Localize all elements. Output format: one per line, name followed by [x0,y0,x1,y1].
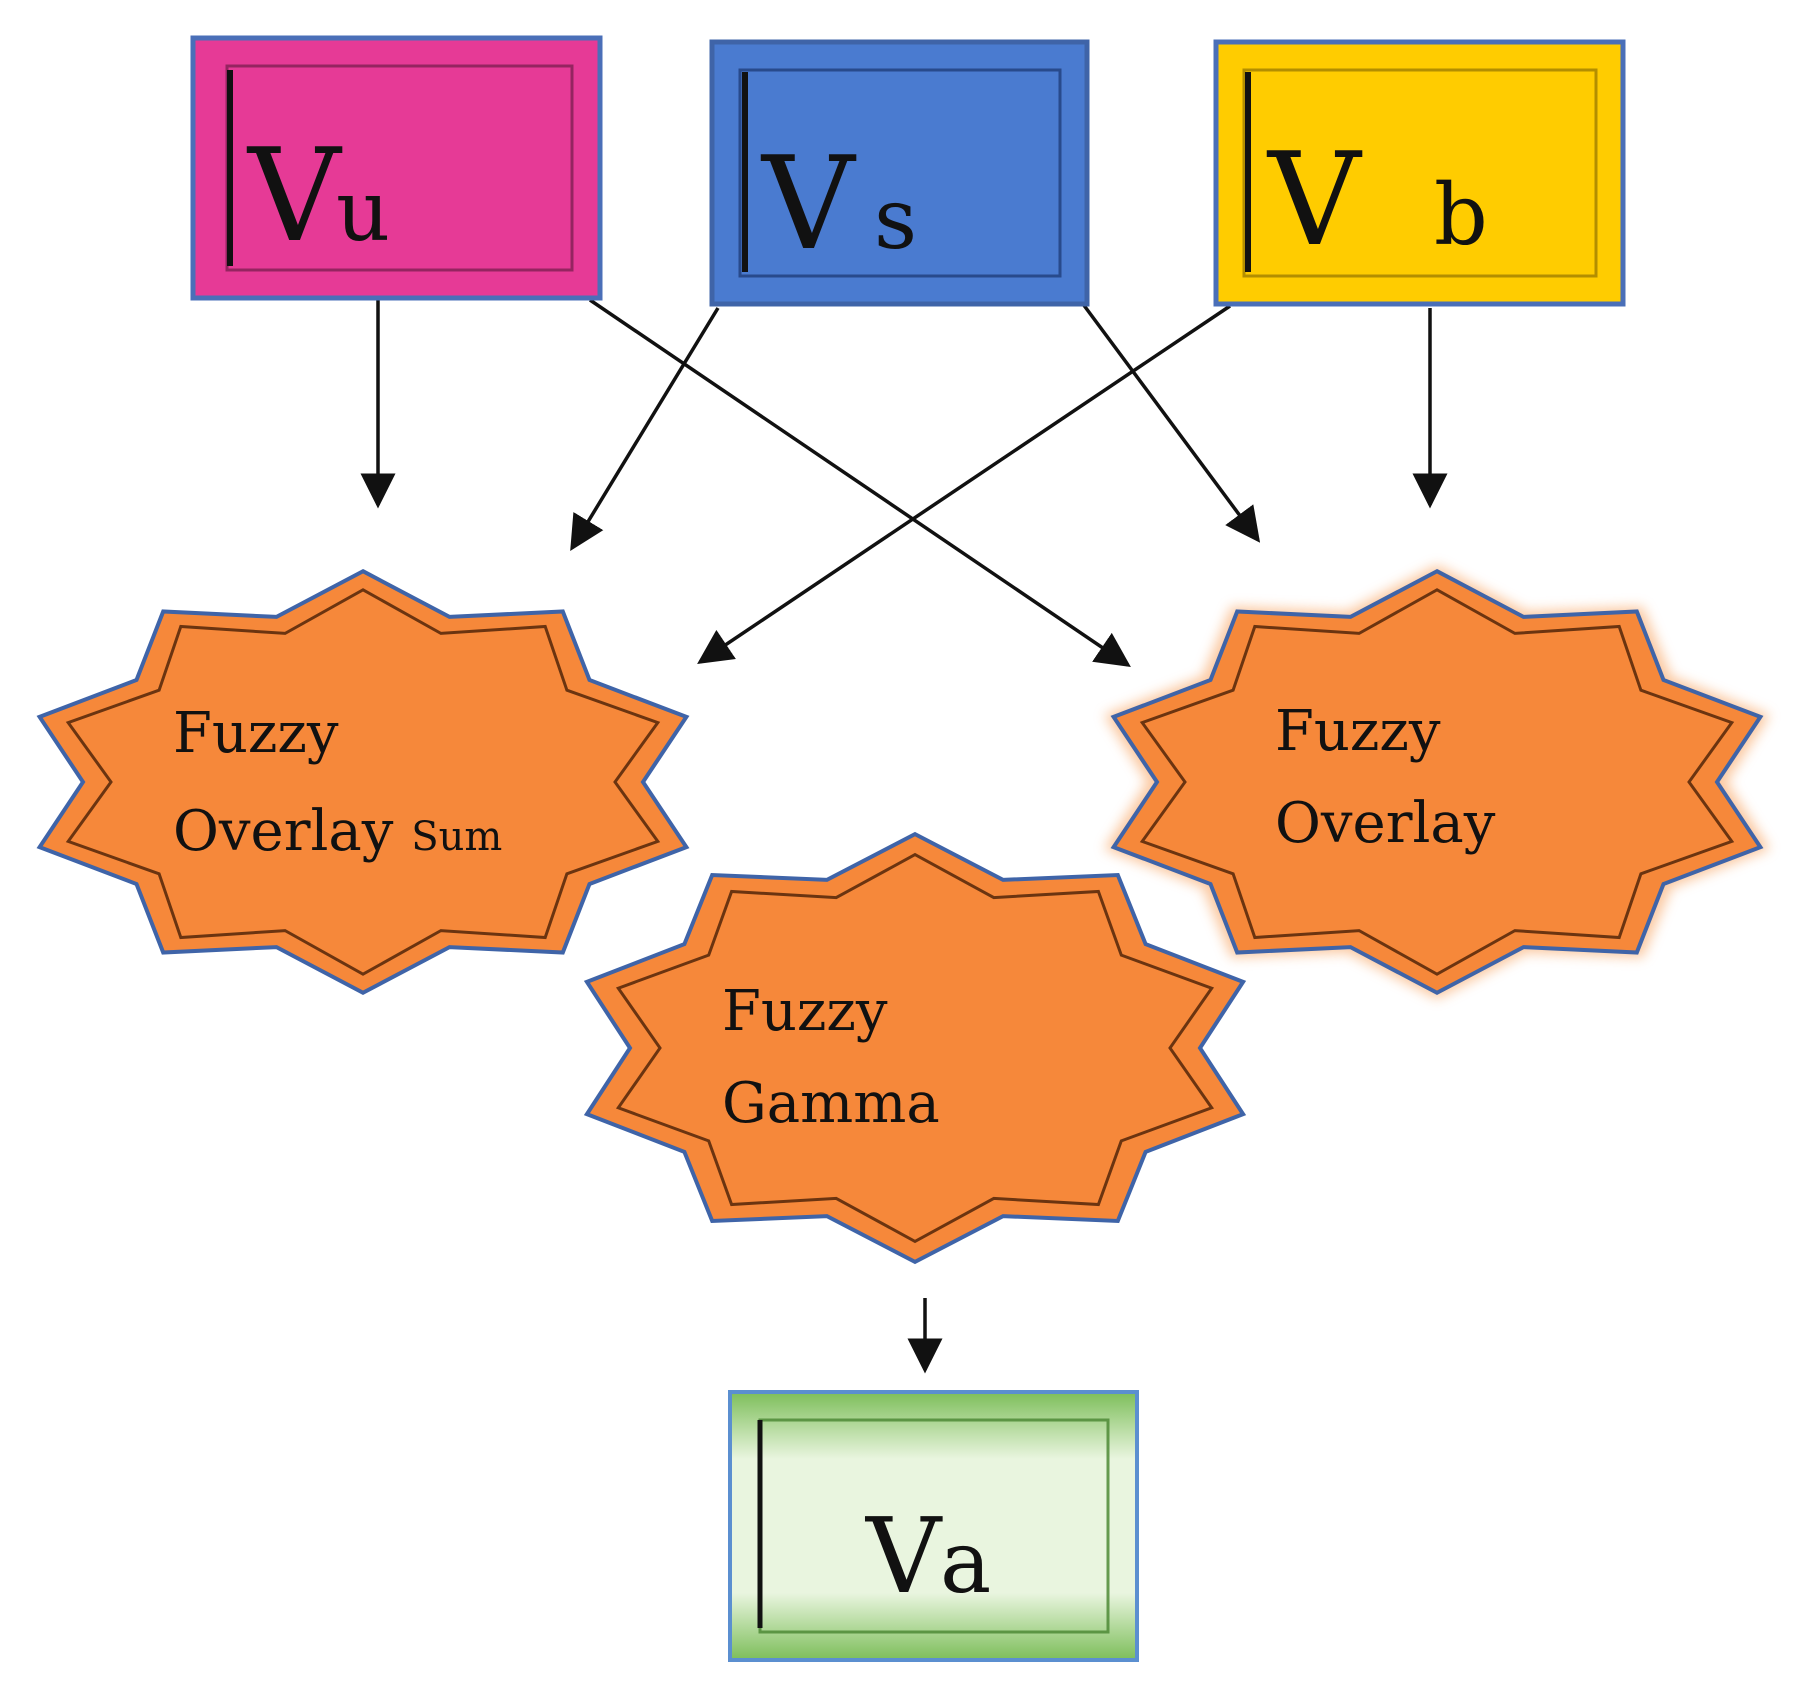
output-box-va: V a [728,1390,1139,1662]
arrow-vu-to-overlay [589,298,1131,667]
input-box-vb: V b [1213,39,1626,307]
arrow-vb-to-overlay-sum [697,304,1231,664]
burst-inner-bevel [65,588,661,976]
burst-inner-bevel [615,852,1215,1244]
connectors [360,298,1448,1374]
burst-shape [1110,568,1764,996]
vb-subscript: b [1434,166,1488,264]
operator-fuzzy-gamma: Fuzzy Gamma [583,831,1247,1265]
operator-fuzzy-overlay: Fuzzy Overlay [1104,565,1770,999]
gamma-line1: Fuzzy [722,979,888,1044]
overlay-line2: Overlay [1275,791,1496,856]
arrow-vs-to-overlay [1078,298,1261,543]
input-box-vu: V u [190,35,603,301]
burst-shape [36,568,690,996]
input-box-vs: V s [709,39,1090,307]
overlay-sum-line1: Fuzzy [173,701,339,766]
vs-subscript: s [874,170,917,268]
burst-inner-bevel [1139,588,1735,976]
arrow-vs-to-overlay-sum [570,307,720,551]
overlay-line1: Fuzzy [1275,699,1441,764]
burst-shape [583,831,1247,1265]
overlay-sum-line2: Overlay Sum [173,799,502,864]
overlay-sum-line2-main: Overlay [173,799,394,864]
va-subscript: a [940,1513,991,1613]
vs-main-letter: V [760,130,857,279]
overlay-sum-line2-suffix: Sum [411,814,502,860]
operator-fuzzy-overlay-sum: Fuzzy Overlay Sum [36,568,690,996]
vu-subscript: u [336,162,390,260]
vu-main-letter: V [246,122,343,271]
vb-main-letter: V [1266,126,1363,275]
va-main-letter: V [864,1495,943,1617]
gamma-line2: Gamma [722,1071,940,1136]
